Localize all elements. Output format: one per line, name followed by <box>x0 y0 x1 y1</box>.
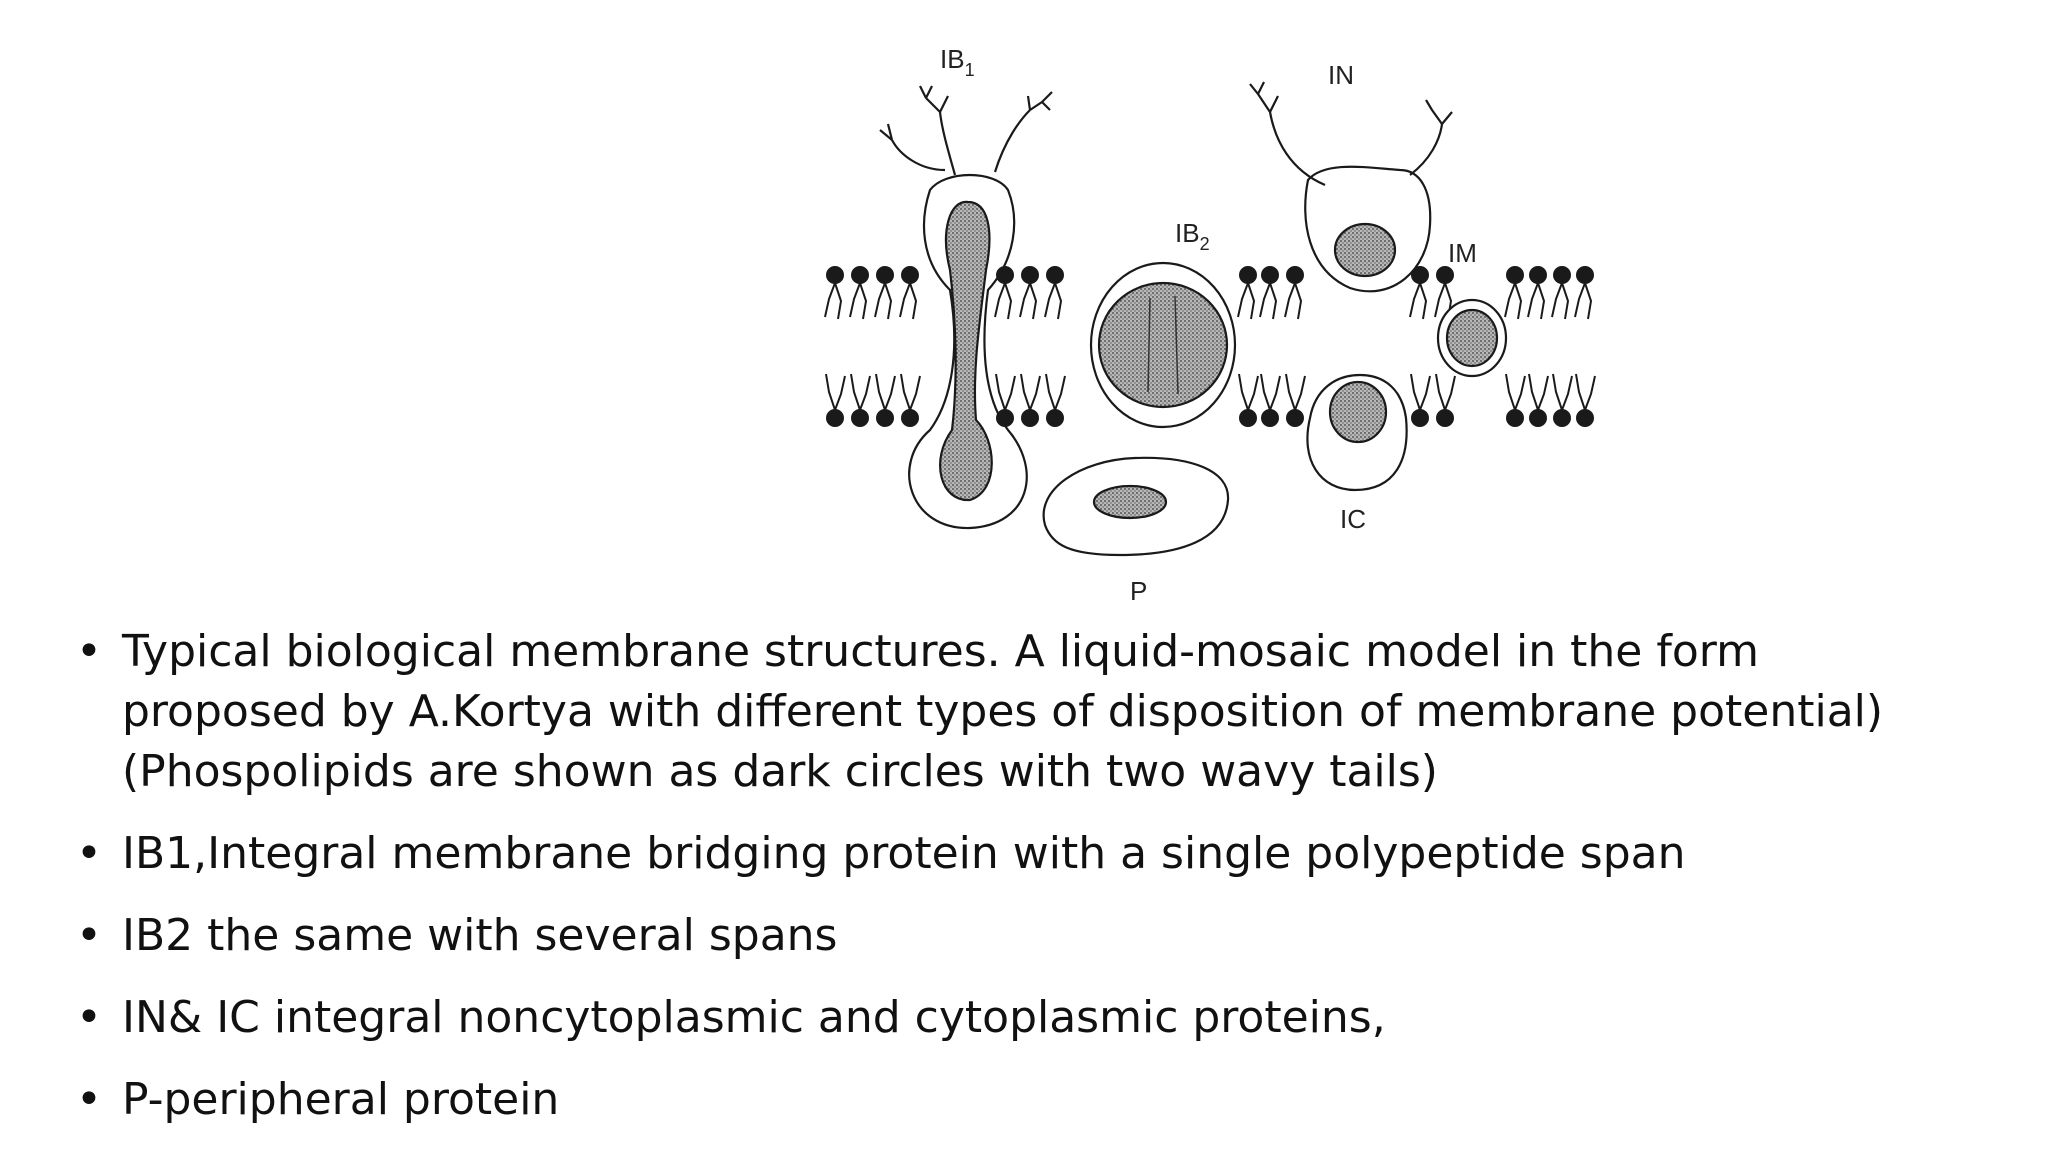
label-im: IM <box>1448 238 1477 268</box>
phospholipid-tail <box>1528 283 1544 319</box>
phospholipid-tail <box>1552 283 1568 319</box>
phospholipid-tail <box>1436 374 1455 410</box>
phospholipid-head <box>1240 410 1256 426</box>
phospholipid-tail <box>826 374 845 410</box>
phospholipid-tail <box>825 283 841 319</box>
phospholipid-tail <box>1261 374 1280 410</box>
protein-p <box>1044 458 1228 555</box>
phospholipid-tail <box>1506 374 1525 410</box>
phospholipid-tail <box>1260 283 1276 319</box>
phospholipid-tail <box>876 374 895 410</box>
phospholipid-head <box>1287 410 1303 426</box>
bullet-item: IB2 the same with several spans <box>70 906 1970 966</box>
phospholipid-tail <box>900 283 916 319</box>
phospholipid-head <box>1287 267 1303 283</box>
phospholipid-head <box>1577 267 1593 283</box>
phospholipid-head <box>1047 267 1063 283</box>
phospholipid-tail <box>901 374 920 410</box>
phospholipid-head <box>852 410 868 426</box>
bullet-list: Typical biological membrane structures. … <box>70 622 1970 1152</box>
protein-ib2 <box>1091 263 1235 427</box>
phospholipid-tail <box>1286 374 1305 410</box>
phospholipid-head <box>1022 267 1038 283</box>
phospholipid-tail <box>1285 283 1301 319</box>
phospholipid-tail <box>1576 374 1595 410</box>
phospholipid-head <box>1437 267 1453 283</box>
protein-in <box>1250 82 1452 291</box>
phospholipid-head <box>1022 410 1038 426</box>
phospholipid-head <box>1530 410 1546 426</box>
phospholipid-head <box>1554 410 1570 426</box>
phospholipid-head <box>1577 410 1593 426</box>
phospholipid-tail <box>1529 374 1548 410</box>
phospholipid-head <box>1507 410 1523 426</box>
phospholipid-head <box>1262 267 1278 283</box>
phospholipid-head <box>1047 410 1063 426</box>
protein-ic <box>1307 375 1406 490</box>
phospholipid-tail <box>1238 283 1254 319</box>
label-ib1: IB1 <box>940 44 975 80</box>
phospholipid-head <box>1530 267 1546 283</box>
phospholipid-head <box>852 267 868 283</box>
phospholipid-tail <box>1411 374 1430 410</box>
phospholipid-head <box>1437 410 1453 426</box>
phospholipid-head <box>1412 410 1428 426</box>
label-ib2: IB2 <box>1175 218 1210 254</box>
phospholipid-tail <box>875 283 891 319</box>
phospholipid-tail <box>1410 283 1426 319</box>
phospholipid-head <box>1262 410 1278 426</box>
phospholipid-head <box>902 267 918 283</box>
phospholipid-head <box>877 267 893 283</box>
phospholipid-tail <box>851 374 870 410</box>
phospholipid-tail <box>995 283 1011 319</box>
protein-ib1 <box>880 86 1052 528</box>
phospholipid-tail <box>850 283 866 319</box>
phospholipid-tail <box>1021 374 1040 410</box>
bullet-item: IB1,Integral membrane bridging protein w… <box>70 824 1970 884</box>
phospholipid-tail <box>1239 374 1258 410</box>
phospholipid-tail <box>1575 283 1591 319</box>
bullet-item: Typical biological membrane structures. … <box>70 622 1970 802</box>
bullet-item: IN& IC integral noncytoplasmic and cytop… <box>70 988 1970 1048</box>
phospholipid-tail <box>1553 374 1572 410</box>
phospholipid-tail <box>1505 283 1521 319</box>
phospholipid-head <box>877 410 893 426</box>
phospholipid-head <box>827 267 843 283</box>
label-in: IN <box>1328 60 1354 90</box>
phospholipid-head <box>1554 267 1570 283</box>
phospholipid-head <box>827 410 843 426</box>
phospholipid-tail <box>1045 283 1061 319</box>
phospholipid-tail <box>996 374 1015 410</box>
bullet-item: P-peripheral protein <box>70 1070 1970 1130</box>
protein-im <box>1438 300 1506 376</box>
phospholipid-head <box>1240 267 1256 283</box>
phospholipid-tail <box>1046 374 1065 410</box>
phospholipid-tail <box>1020 283 1036 319</box>
phospholipid-head <box>1507 267 1523 283</box>
phospholipid-head <box>902 410 918 426</box>
label-p: P <box>1130 576 1147 606</box>
label-ic: IC <box>1340 504 1366 534</box>
membrane-diagram: IB1 IB2 IN IM IC P <box>780 20 1620 620</box>
